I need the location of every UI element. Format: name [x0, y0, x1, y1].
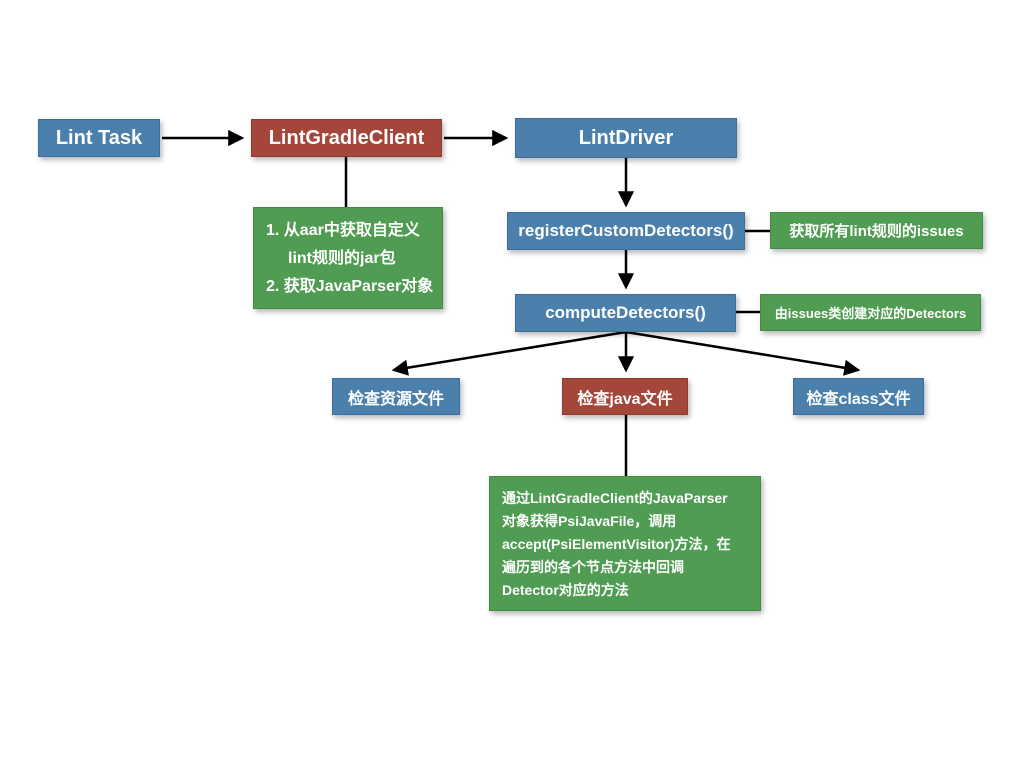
node-check-resource-file: 检查资源文件	[332, 378, 460, 415]
note-java-check-explanation: 通过LintGradleClient的JavaParser 对象获得PsiJav…	[489, 476, 761, 611]
note-gradle-client-steps: 1. 从aar中获取自定义 lint规则的jar包 2. 获取JavaParse…	[253, 207, 443, 309]
node-compute-detectors: computeDetectors()	[515, 294, 736, 332]
node-lint-driver: LintDriver	[515, 118, 737, 158]
note-line: Detector对应的方法	[502, 582, 629, 598]
node-lint-task: Lint Task	[38, 119, 160, 157]
note-line: 2. 获取JavaParser对象	[266, 278, 434, 295]
node-lint-gradle-client: LintGradleClient	[251, 119, 442, 157]
note-line: lint规则的jar包	[288, 250, 396, 267]
arrow-compute-to-class	[625, 330, 861, 376]
node-register-custom-detectors: registerCustomDetectors()	[507, 212, 745, 250]
note-line: 通过LintGradleClient的JavaParser	[502, 490, 728, 506]
note-line: accept(PsiElementVisitor)方法，在	[502, 536, 731, 552]
node-check-class-file: 检查class文件	[793, 378, 924, 415]
note-line: 1. 从aar中获取自定义	[266, 222, 420, 239]
note-line: 对象获得PsiJavaFile，调用	[502, 513, 677, 529]
note-compute-detectors: 由issues类创建对应的Detectors	[760, 294, 981, 331]
arrow-compute-to-resource	[391, 330, 627, 376]
node-check-java-file: 检查java文件	[562, 378, 688, 415]
note-register-issues: 获取所有lint规则的issues	[770, 212, 983, 249]
note-line: 遍历到的各个节点方法中回调	[502, 559, 684, 575]
